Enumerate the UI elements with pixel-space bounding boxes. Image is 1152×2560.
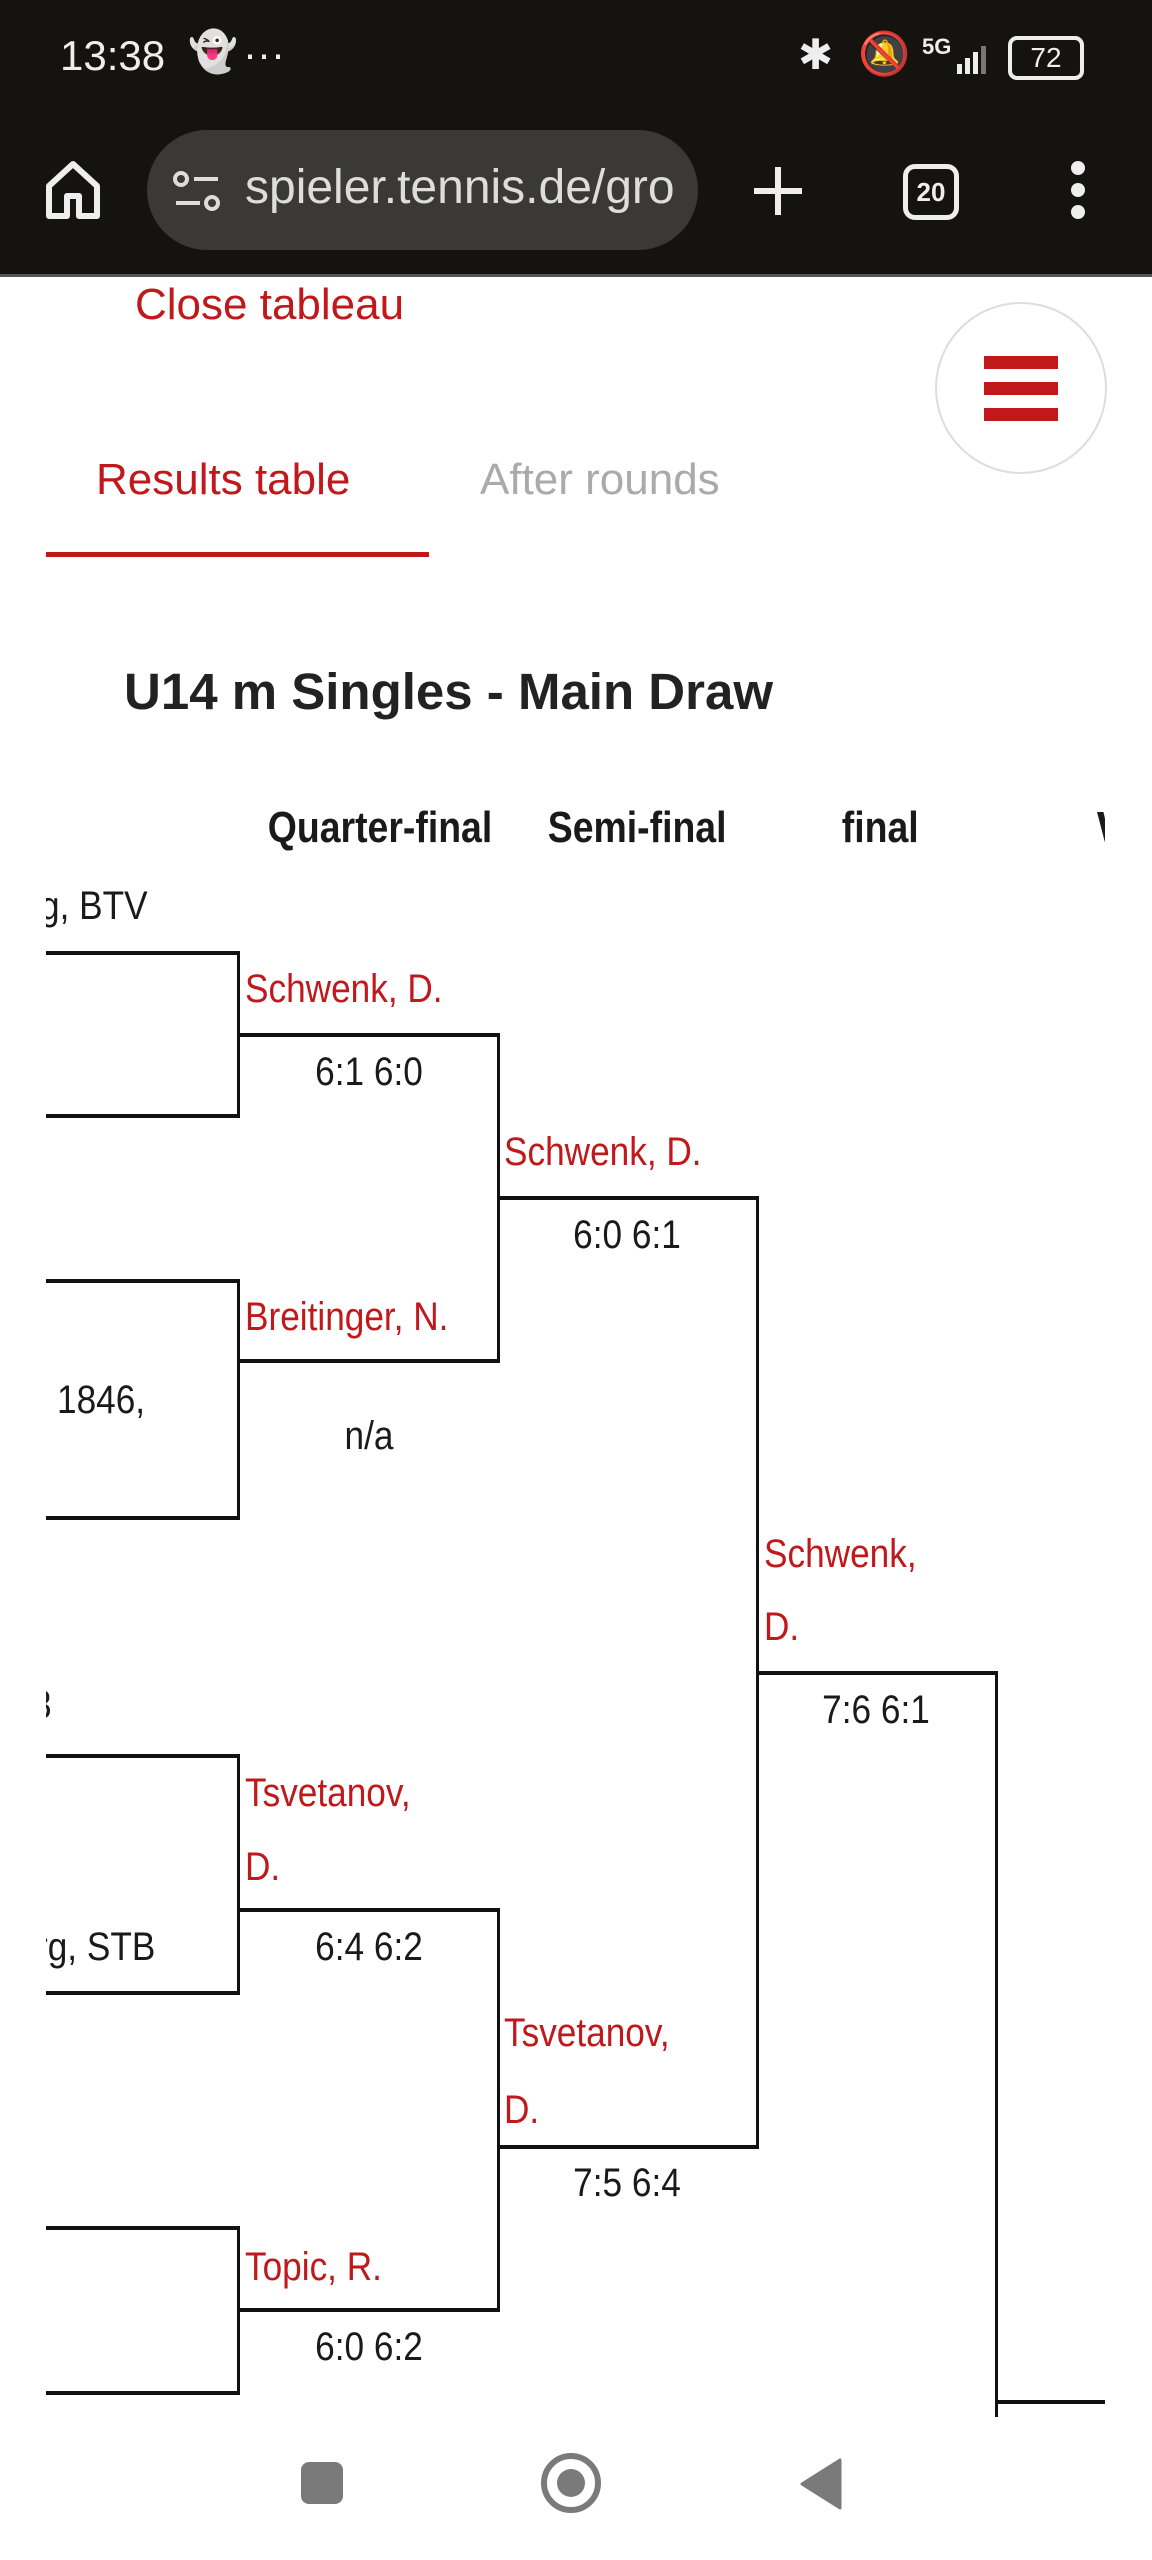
sf-score: 7:5 6:4: [573, 2161, 681, 2205]
qf-winner-line2[interactable]: D.: [245, 1845, 281, 1889]
muted-bell-icon: 🔕: [858, 30, 911, 77]
bracket-line: [46, 1114, 240, 1118]
tab-after-rounds[interactable]: After rounds: [480, 455, 720, 504]
bracket-line: [237, 1279, 240, 1520]
round-header-winner: W: [1097, 803, 1105, 852]
bracket-line: [46, 951, 240, 955]
bracket-line: [46, 1516, 240, 1520]
signal-icon: [955, 40, 993, 81]
round-header-quarter-final: Quarter-final: [267, 803, 493, 852]
network-type: 5G: [922, 34, 952, 59]
home-button-dot: [557, 2469, 585, 2497]
bracket-line: [46, 2391, 240, 2395]
bracket-line: [498, 2145, 759, 2149]
system-nav-bar: [0, 2430, 1152, 2560]
tab-results-table[interactable]: Results table: [96, 455, 351, 504]
clock: 13:38: [60, 32, 166, 79]
address-bar[interactable]: [147, 130, 698, 250]
round-header-semi-final: Semi-final: [547, 803, 727, 852]
hamburger-icon-bar: [984, 408, 1058, 421]
snapchat-icon: 👻: [188, 30, 238, 74]
bracket-line: [46, 1279, 240, 1283]
player-entry[interactable]: 1846,: [57, 1378, 146, 1422]
browser-top-bar: 13:38 👻 ··· ✱ 🔕 5G 72 spieler.tennis.de/…: [0, 0, 1152, 277]
bracket-line: [497, 1908, 500, 2312]
hamburger-icon: [984, 356, 1058, 369]
overflow-menu-icon[interactable]: [1068, 160, 1088, 225]
qf-score: n/a: [344, 1414, 394, 1458]
battery-icon: 72: [1008, 36, 1084, 80]
sf-winner-line2[interactable]: D.: [504, 2088, 540, 2132]
sf-winner[interactable]: Schwenk, D.: [504, 1130, 702, 1174]
bracket-line: [497, 1033, 500, 1363]
bracket-line: [498, 1196, 759, 1200]
bracket-line: [46, 1991, 240, 1995]
player-entry[interactable]: rg, STB: [46, 1925, 156, 1969]
bracket-line: [46, 1754, 240, 1758]
close-tableau-link[interactable]: Close tableau: [135, 280, 405, 329]
active-tab-indicator: [46, 552, 429, 557]
back-button[interactable]: [800, 2458, 842, 2515]
more-notifications-icon: ···: [243, 30, 285, 77]
final-winner[interactable]: Schwenk,: [764, 1532, 917, 1576]
bracket-line: [237, 951, 240, 1118]
sf-winner[interactable]: Tsvetanov,: [504, 2011, 670, 2055]
bracket-line: [238, 2308, 500, 2312]
page-title: U14 m Singles - Main Draw: [124, 663, 774, 720]
qf-winner[interactable]: Tsvetanov,: [245, 1771, 411, 1815]
url-text[interactable]: spieler.tennis.de/gro: [245, 161, 675, 214]
qf-winner[interactable]: Topic, R.: [245, 2245, 382, 2289]
bracket-line: [995, 1671, 998, 2417]
recent-apps-button[interactable]: [301, 2462, 343, 2504]
hamburger-menu-button[interactable]: [935, 302, 1107, 474]
tab-switcher-button[interactable]: 20: [903, 164, 959, 220]
player-entry[interactable]: 3: [46, 1681, 52, 1729]
bracket-line: [756, 1196, 759, 2149]
final-score: 7:6 6:1: [822, 1688, 930, 1732]
bracket-line: [238, 1033, 500, 1037]
site-settings-icon[interactable]: [172, 170, 222, 219]
qf-winner[interactable]: Breitinger, N.: [245, 1295, 449, 1339]
qf-winner[interactable]: Schwenk, D.: [245, 967, 443, 1011]
bracket-line: [237, 1754, 240, 1995]
bracket-line: [46, 2226, 240, 2230]
sf-score: 6:0 6:1: [573, 1213, 681, 1257]
qf-score: 6:1 6:0: [315, 1050, 423, 1094]
new-tab-icon[interactable]: [752, 165, 804, 222]
round-header-final: final: [841, 803, 919, 852]
draw-bracket: g, BTV 1846, 3 rg, STB Schwenk, D. 6:1 6…: [46, 860, 1105, 2440]
qf-score: 6:0 6:2: [315, 2325, 423, 2369]
home-button[interactable]: [541, 2453, 601, 2513]
hamburger-icon-bar: [984, 382, 1058, 395]
bracket-line: [238, 1908, 500, 1912]
player-entry[interactable]: g, BTV: [46, 884, 148, 928]
home-icon[interactable]: [45, 160, 101, 225]
bracket-line: [237, 2226, 240, 2395]
bracket-line: [238, 1359, 500, 1363]
qf-score: 6:4 6:2: [315, 1925, 423, 1969]
bluetooth-icon: ✱: [798, 31, 834, 78]
bracket-line: [996, 2400, 1105, 2404]
bracket-line: [757, 1671, 998, 1675]
final-winner-line2[interactable]: D.: [764, 1605, 800, 1649]
